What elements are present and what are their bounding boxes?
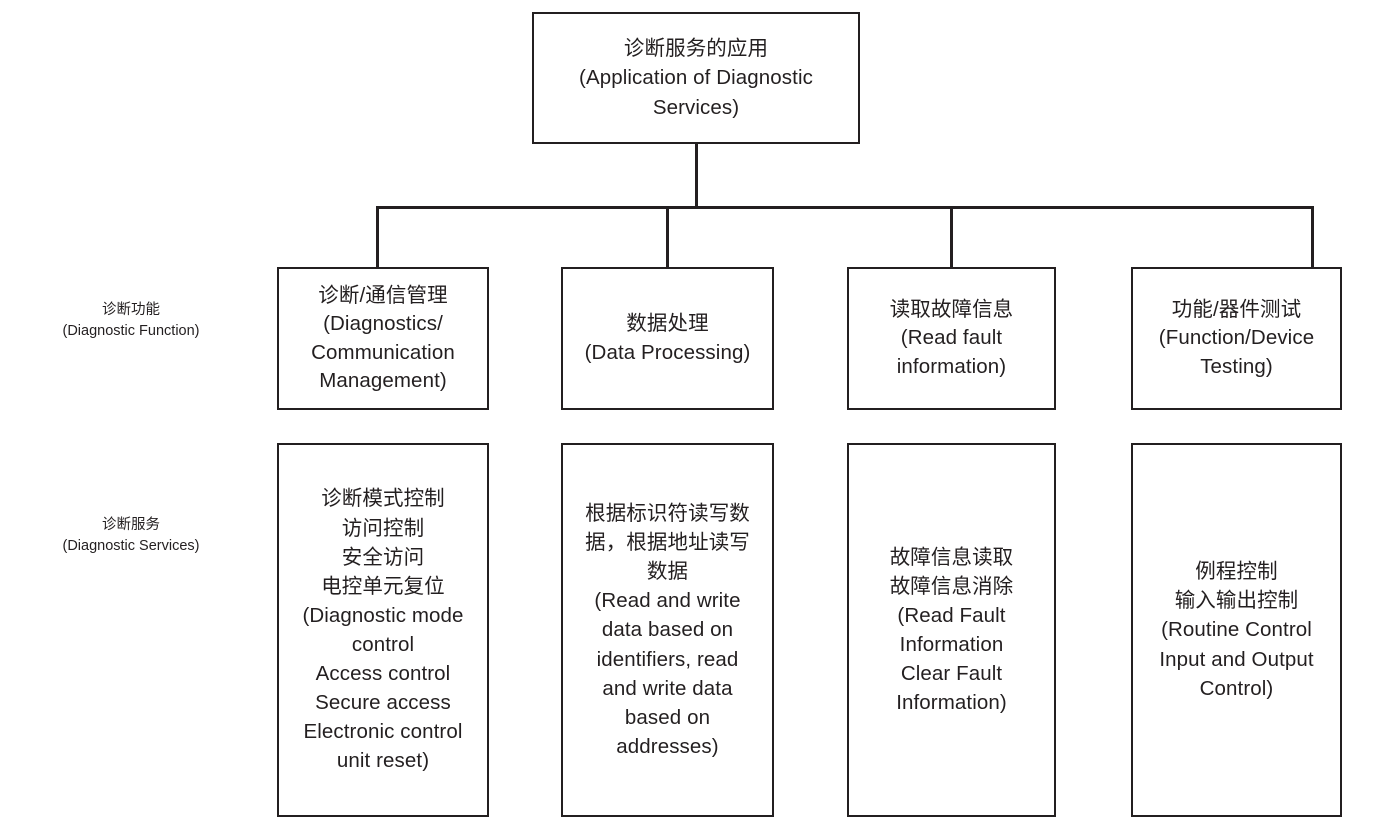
row-label-text: 诊断服务 (Diagnostic Services) (62, 517, 200, 555)
connector-root-stem (695, 144, 698, 208)
node-label: 读取故障信息 (Read fault information) (889, 298, 1014, 378)
node-routine-io-control-services: 例程控制 输入输出控制 (Routine Control Input and O… (1131, 443, 1342, 817)
node-fault-information-services: 故障信息读取 故障信息消除 (Read Fault Information Cl… (847, 443, 1056, 817)
node-label: 诊断/通信管理 (Diagnostics/ Communication Mana… (311, 283, 455, 392)
row-label-text: 诊断功能 (Diagnostic Function) (62, 302, 200, 340)
node-diagnostics-communication-management: 诊断/通信管理 (Diagnostics/ Communication Mana… (277, 267, 489, 410)
row-label-diagnostic-function: 诊断功能 (Diagnostic Function) (0, 279, 262, 342)
row-label-diagnostic-services: 诊断服务 (Diagnostic Services) (0, 494, 262, 557)
node-read-fault-information: 读取故障信息 (Read fault information) (847, 267, 1056, 410)
connector-horizontal-bus (376, 206, 1313, 209)
node-diagnostic-mode-control-services: 诊断模式控制 访问控制 安全访问 电控单元复位 (Diagnostic mode… (277, 443, 489, 817)
node-data-processing: 数据处理 (Data Processing) (561, 267, 774, 410)
node-application-of-diagnostic-services: 诊断服务的应用 (Application of Diagnostic Servi… (532, 12, 860, 144)
node-label: 诊断模式控制 访问控制 安全访问 电控单元复位 (Diagnostic mode… (302, 487, 464, 773)
node-function-device-testing: 功能/器件测试 (Function/Device Testing) (1131, 267, 1342, 410)
connector-drop-to-function-4 (1311, 206, 1314, 267)
node-label: 故障信息读取 故障信息消除 (Read Fault Information Cl… (889, 545, 1014, 715)
node-label: 例程控制 输入输出控制 (Routine Control Input and O… (1159, 560, 1314, 700)
connector-drop-to-function-1 (376, 206, 379, 267)
node-label: 数据处理 (Data Processing) (584, 312, 751, 364)
connector-drop-to-function-2 (666, 206, 669, 267)
node-label: 诊断服务的应用 (Application of Diagnostic Servi… (579, 37, 813, 119)
node-label: 根据标识符读写数 据，根据地址读写 数据 (Read and write dat… (585, 502, 750, 758)
node-read-write-data-services: 根据标识符读写数 据，根据地址读写 数据 (Read and write dat… (561, 443, 774, 817)
node-label: 功能/器件测试 (Function/Device Testing) (1158, 298, 1315, 378)
connector-drop-to-function-3 (950, 206, 953, 267)
